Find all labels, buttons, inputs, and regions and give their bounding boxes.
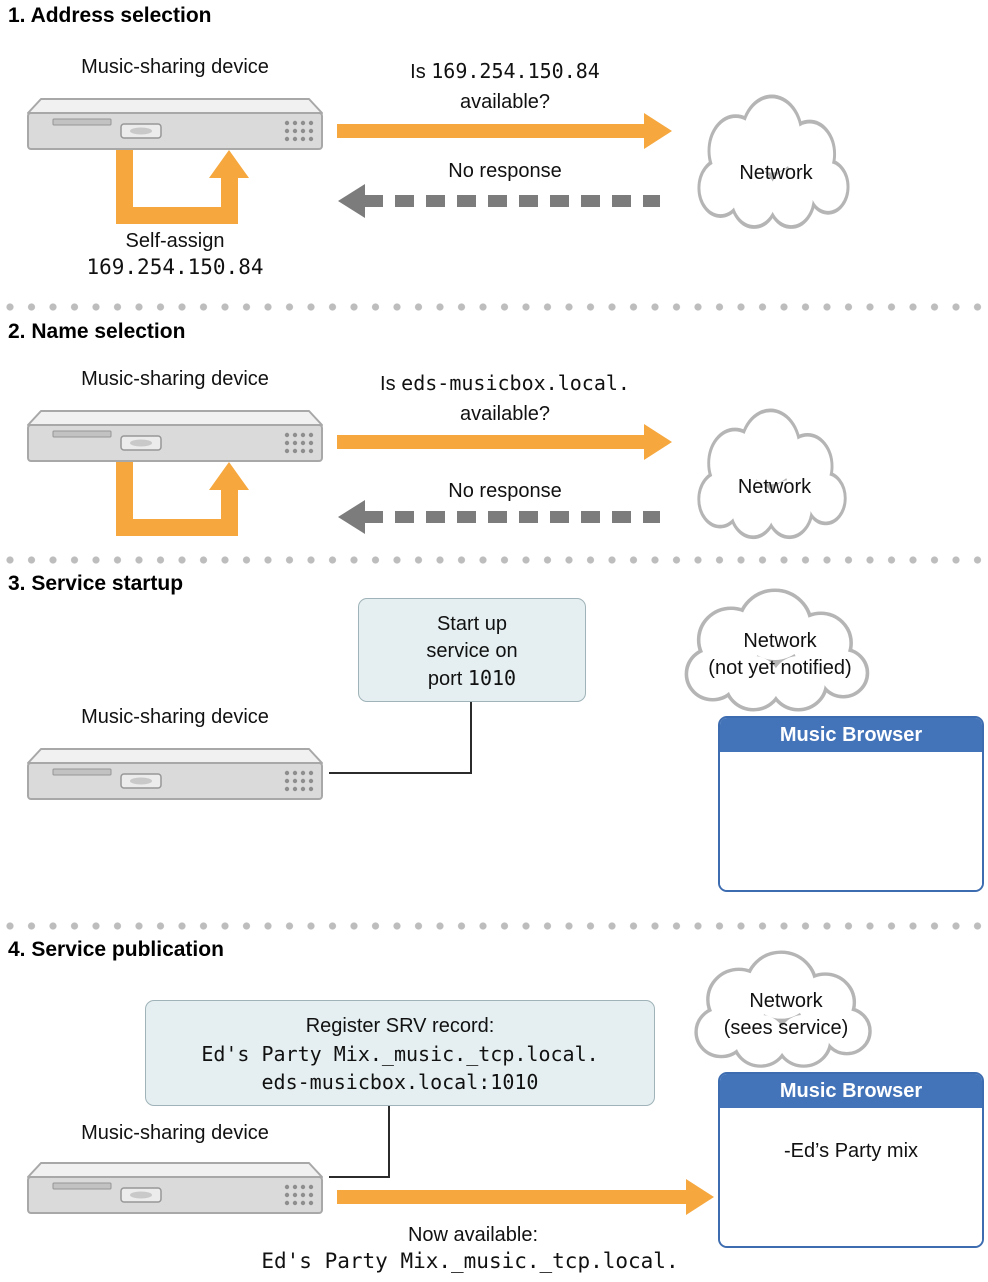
- network-label-2: Network: [737, 476, 812, 498]
- music-browser-window-2: Music Browser -Ed’s Party mix: [718, 1072, 984, 1248]
- connector-line-horizontal-4: [329, 1176, 390, 1178]
- arrow-head-icon: [209, 150, 249, 178]
- section-2-title: 2. Name selection: [8, 320, 186, 343]
- startup-line2: service on: [426, 640, 518, 662]
- connector-line-horizontal-3: [329, 772, 472, 774]
- port-number: 1010: [467, 666, 517, 690]
- device-label-4: Music-sharing device: [81, 1122, 269, 1144]
- music-browser-body-2: -Ed’s Party mix: [720, 1108, 982, 1246]
- name-retry-loop-arrow: [112, 462, 249, 536]
- music-browser-body-1: [720, 752, 982, 890]
- query-line2-2: available?: [459, 403, 551, 425]
- query-text-2: Is eds-musicbox.local. available?: [330, 368, 680, 429]
- self-assign-address: 169.254.150.84: [86, 255, 264, 279]
- device-label-2: Music-sharing device: [81, 368, 269, 390]
- query-prefix-1: Is: [410, 61, 432, 83]
- query-line1-1: Is 169.254.150.84: [350, 56, 660, 87]
- arrow-body: [364, 511, 660, 523]
- music-browser-window-1: Music Browser: [718, 716, 984, 892]
- startup-line1: Start up: [436, 613, 508, 635]
- arrow-body: [364, 195, 660, 207]
- no-response-arrow-1: [338, 184, 660, 218]
- music-browser-list-item: -Ed’s Party mix: [783, 1140, 919, 1162]
- no-response-arrow-2: [338, 500, 660, 534]
- loop-segment: [116, 150, 133, 224]
- music-device-illustration-2: [27, 410, 323, 462]
- loop-segment: [116, 519, 238, 536]
- device-label-3: Music-sharing device: [81, 706, 269, 728]
- query-address-1: 169.254.150.84: [431, 59, 600, 83]
- arrow-body: [337, 124, 646, 138]
- query-arrow-2: [337, 424, 672, 460]
- arrow-head-icon: [338, 184, 365, 218]
- publish-arrow: [337, 1179, 714, 1215]
- music-device-illustration-4: [27, 1162, 323, 1214]
- self-assign-label: Self-assign: [125, 230, 225, 252]
- section-1-title: 1. Address selection: [8, 4, 212, 27]
- music-browser-titlebar-2: Music Browser: [720, 1074, 982, 1108]
- device-label-1: Music-sharing device: [81, 56, 269, 78]
- arrow-head-icon: [644, 113, 672, 149]
- network-sublabel-4: (sees service): [723, 1017, 849, 1039]
- network-sublabel-3: (not yet notified): [708, 657, 852, 679]
- query-line2-1: available?: [459, 91, 551, 113]
- music-browser-titlebar-1: Music Browser: [720, 718, 982, 752]
- section-divider-3: [6, 922, 982, 930]
- startup-note-box: Start up service on port 1010: [358, 598, 586, 702]
- arrow-body: [337, 1190, 688, 1204]
- arrow-head-icon: [209, 462, 249, 490]
- arrow-head-icon: [338, 500, 365, 534]
- query-prefix-2: Is: [380, 373, 402, 395]
- music-device-illustration-1: [27, 98, 323, 150]
- network-label-4: Network: [749, 990, 823, 1012]
- loop-segment: [221, 176, 238, 214]
- no-response-label-2: No response: [448, 480, 562, 502]
- port-prefix: port: [427, 668, 468, 690]
- now-available-label: Now available:: [407, 1224, 539, 1246]
- arrow-body: [337, 435, 646, 449]
- section-4-title: 4. Service publication: [8, 938, 224, 961]
- now-available-service-name: Ed's Party Mix._music._tcp.local.: [261, 1249, 679, 1273]
- network-label-3: Network: [743, 630, 817, 652]
- network-label-1: Network: [739, 162, 813, 184]
- loop-segment: [116, 462, 133, 536]
- self-assign-loop-arrow: [112, 150, 249, 224]
- connector-line-vertical-3: [470, 702, 472, 774]
- query-text-1: Is 169.254.150.84 available?: [350, 56, 660, 117]
- register-srv-note-box: Register SRV record: Ed's Party Mix._mus…: [145, 1000, 655, 1106]
- music-device-illustration-3: [27, 748, 323, 800]
- no-response-label-1: No response: [448, 160, 562, 182]
- query-arrow-1: [337, 113, 672, 149]
- arrow-head-icon: [686, 1179, 714, 1215]
- query-line1-2: Is eds-musicbox.local.: [330, 368, 680, 399]
- loop-segment: [221, 488, 238, 526]
- srv-line2: Ed's Party Mix._music._tcp.local.: [201, 1042, 599, 1066]
- section-3-title: 3. Service startup: [8, 572, 184, 595]
- section-divider-2: [6, 556, 982, 564]
- arrow-head-icon: [644, 424, 672, 460]
- srv-line3: eds-musicbox.local:1010: [261, 1070, 539, 1094]
- section-divider-1: [6, 303, 982, 311]
- startup-line3: port 1010: [359, 665, 585, 693]
- srv-line1: Register SRV record:: [305, 1015, 495, 1037]
- query-hostname-2: eds-musicbox.local.: [401, 371, 630, 395]
- connector-line-vertical-4: [388, 1106, 390, 1178]
- loop-segment: [116, 207, 238, 224]
